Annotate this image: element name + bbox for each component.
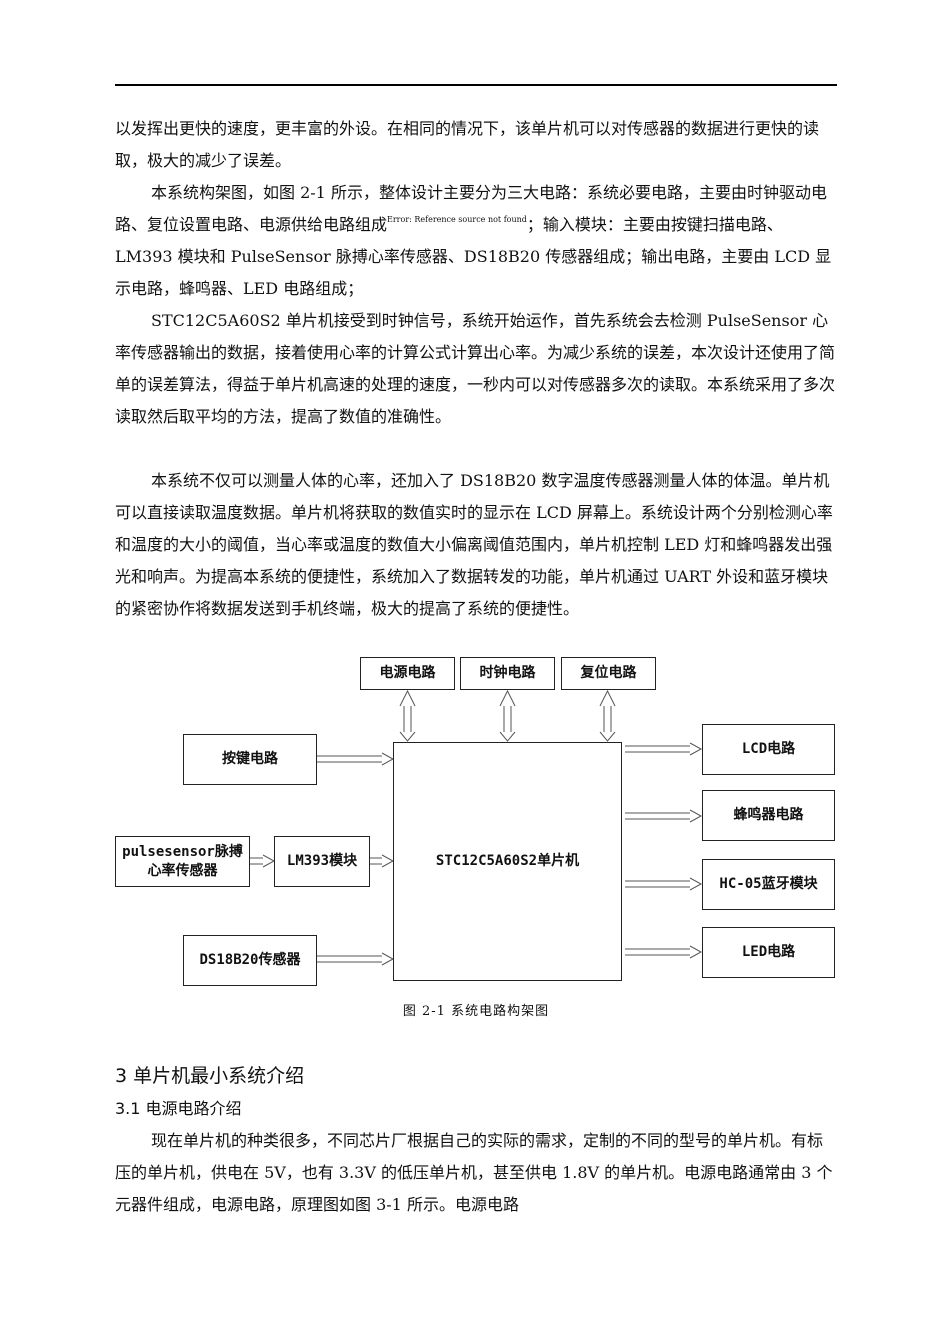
pulse-sensor-label-line1: pulsesensor脉搏 <box>122 843 243 860</box>
ds18b20-to-mcu-arrow <box>317 952 395 966</box>
header-rule <box>115 84 837 86</box>
power-circuit-box: 电源电路 <box>360 657 455 690</box>
subsection-heading: 3.1 电源电路介绍 <box>115 1099 242 1118</box>
paragraph-2-text-b: ；输入模块：主要由按键扫描电路、LM393 模块和 PulseSensor 脉搏… <box>115 215 832 298</box>
bluetooth-module-box: HC-05蓝牙模块 <box>702 859 835 910</box>
reset-circuit-box: 复位电路 <box>561 657 656 690</box>
mcu-to-led-arrow <box>625 945 703 959</box>
key-circuit-box: 按键电路 <box>183 734 317 785</box>
clock-double-arrow <box>499 689 516 742</box>
clock-circuit-box: 时钟电路 <box>460 657 555 690</box>
reference-error-note: Error: Reference source not found <box>387 215 527 224</box>
paragraph-2-text-a: 本系统构架图，如图 2-1 所示，整体设计主要分为三大电路：系统必要电路，主要由… <box>115 183 827 234</box>
mcu-to-buzzer-arrow <box>625 809 703 823</box>
power-double-arrow <box>399 689 416 742</box>
ds18b20-sensor-box: DS18B20传感器 <box>183 935 317 986</box>
section-heading: 3 单片机最小系统介绍 <box>115 1065 305 1087</box>
mcu-to-bluetooth-arrow <box>625 877 703 891</box>
paragraph-1: 以发挥出更快的速度，更丰富的外设。在相同的情况下，该单片机可以对传感器的数据进行… <box>115 119 820 170</box>
pulse-sensor-box: pulsesensor脉搏 心率传感器 <box>115 836 250 887</box>
lm393-to-mcu-arrow <box>370 854 395 868</box>
pulse-sensor-label-line2: 心率传感器 <box>147 862 218 879</box>
mcu-to-lcd-arrow <box>625 742 703 756</box>
paragraph-5: 现在单片机的种类很多，不同芯片厂根据自己的实际的需求，定制的不同的型号的单片机。… <box>115 1131 833 1214</box>
buzzer-circuit-box: 蜂鸣器电路 <box>702 790 835 841</box>
paragraph-3: STC12C5A60S2 单片机接受到时钟信号，系统开始运作，首先系统会去检测 … <box>115 311 836 426</box>
reset-double-arrow <box>599 689 616 742</box>
keys-to-mcu-arrow <box>317 752 395 766</box>
led-circuit-box: LED电路 <box>702 927 835 978</box>
lcd-circuit-box: LCD电路 <box>702 724 835 775</box>
paragraph-2: 本系统构架图，如图 2-1 所示，整体设计主要分为三大电路：系统必要电路，主要由… <box>115 177 837 305</box>
paragraph-4: 本系统不仅可以测量人体的心率，还加入了 DS18B20 数字温度传感器测量人体的… <box>115 471 833 618</box>
pulse-to-lm393-arrow <box>250 854 276 868</box>
mcu-box: STC12C5A60S2单片机 <box>393 742 622 981</box>
figure-caption: 图 2-1 系统电路构架图 <box>402 1004 550 1019</box>
lm393-module-box: LM393模块 <box>274 836 370 887</box>
